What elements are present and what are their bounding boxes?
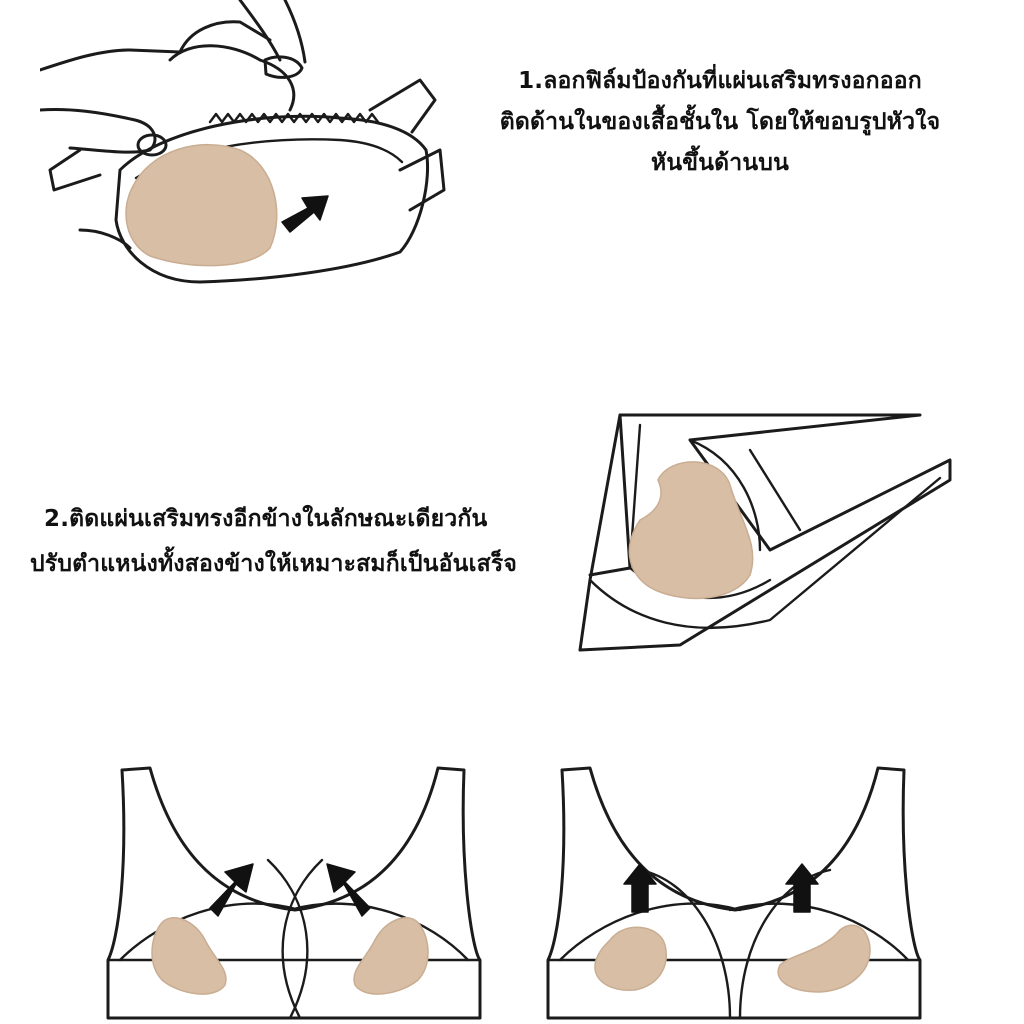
- step1-line-3: หันขึ้นด้านบน: [650, 150, 790, 176]
- step1-line-2: ติดด้านในของเสื้อชั้นใน โดยให้ขอบรูปหัวใ…: [499, 109, 941, 135]
- step2-line-2: ปรับตำแหน่งทั้งสองข้างให้เหมาะสมก็เป็นอั…: [30, 551, 518, 577]
- diagonal-arrow-icon: [326, 863, 371, 917]
- step1-line-1: 1.ลอกฟิล์มป้องกันที่แผ่นเสริมทรงอกออก: [518, 68, 922, 94]
- breast-pad: [777, 924, 871, 993]
- step2-instructions: 2.ติดแผ่นเสริมทรงอีกข้างในลักษณะเดียวกัน…: [30, 508, 590, 576]
- up-arrow-icon: [623, 863, 657, 913]
- push-arrow-icon: [281, 195, 329, 233]
- breast-pad: [353, 917, 429, 995]
- breast-pad: [151, 917, 227, 995]
- step2-line-1: 2.ติดแผ่นเสริมทรงอีกข้างในลักษณะเดียวกัน: [44, 506, 488, 532]
- step2-illustration: [578, 413, 952, 652]
- breast-pad: [594, 926, 667, 991]
- diagonal-arrow-icon: [209, 863, 254, 917]
- breast-pad: [628, 461, 754, 600]
- step1-illustration: [40, 0, 446, 284]
- breast-pad: [125, 143, 278, 267]
- hand-icon: [40, 0, 307, 250]
- step1-instructions: 1.ลอกฟิล์มป้องกันที่แผ่นเสริมทรงอกออก ติ…: [460, 70, 980, 175]
- step3-right-illustration: [546, 766, 922, 1020]
- step3-left-illustration: [106, 766, 482, 1020]
- up-arrow-icon: [785, 863, 819, 913]
